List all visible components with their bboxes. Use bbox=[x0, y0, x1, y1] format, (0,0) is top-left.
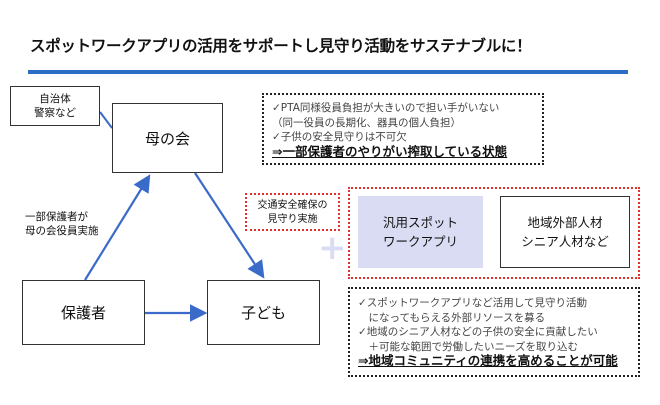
plus-icon: + bbox=[318, 228, 347, 268]
problem-line: ✓子供の安全見守りは不可欠 bbox=[272, 131, 407, 143]
title-underline bbox=[28, 70, 628, 74]
solution-line: になってもらえる外部リソースを募る bbox=[358, 311, 546, 324]
solution-line: ＋可能な範囲で労働したいニーズを取り込む bbox=[358, 340, 578, 353]
spot-work-app-box: 汎用スポット ワークアプリ bbox=[358, 196, 483, 268]
problem-line: ✓PTA同様役員負担が大きいので担い手がいない bbox=[272, 102, 500, 114]
arrow-mothers-children bbox=[194, 172, 265, 279]
traffic-safety-box: 交通安全確保の 見守り実施 bbox=[245, 193, 340, 231]
mothers-association-node: 母の会 bbox=[112, 103, 223, 173]
resource-group bbox=[348, 187, 640, 279]
arrow-guardians-mothers bbox=[84, 174, 151, 281]
guardians-node: 保護者 bbox=[22, 280, 145, 345]
local-authority-node: 自治体 警察など bbox=[10, 86, 100, 126]
edge-label: 一部保護者が 母の会役員実施 bbox=[25, 211, 99, 237]
solution-line: ✓スポットワークアプリなど活用して見守り活動 bbox=[358, 297, 587, 309]
solution-box: ✓スポットワークアプリなど活用して見守り活動 になってもらえる外部リソースを募る… bbox=[348, 287, 640, 377]
solution-line: ✓地域のシニア人材などの子供の安全に貢献したい bbox=[358, 326, 598, 338]
problem-box: ✓PTA同様役員負担が大きいので担い手がいない （同一役員の長期化、器具の個人負… bbox=[262, 93, 544, 165]
children-node: 子ども bbox=[207, 280, 320, 345]
external-talent-box: 地域外部人材 シニア人材など bbox=[500, 196, 630, 268]
page-title: スポットワークアプリの活用をサポートし見守り活動をサステナブルに！ bbox=[30, 37, 532, 55]
problem-conclusion: ⇒一部保護者のやりがい搾取している状態 bbox=[272, 143, 508, 159]
solution-conclusion: ⇒地域コミュニティの連携を高めることが可能 bbox=[358, 353, 618, 368]
arrow-local-mothers bbox=[99, 111, 113, 129]
problem-line: （同一役員の長期化、器具の個人負担） bbox=[272, 116, 461, 129]
